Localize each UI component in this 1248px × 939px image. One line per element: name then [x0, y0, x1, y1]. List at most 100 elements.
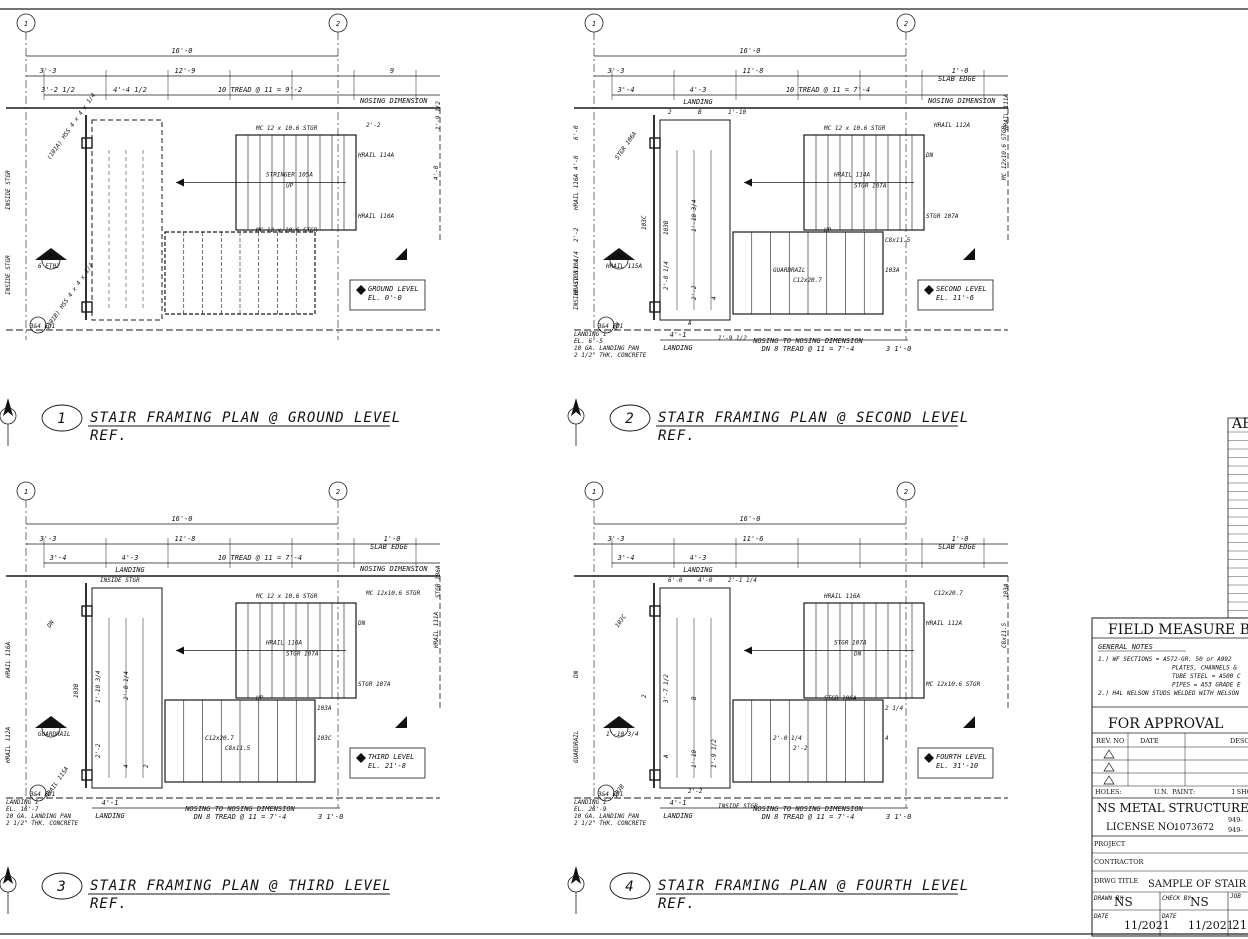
title-block-frame: [1091, 617, 1248, 937]
license-label: LICENSE NO.: [1106, 822, 1177, 833]
callout-label-4: STGR 107A: [926, 213, 959, 220]
job-label: JOB: [1229, 893, 1241, 900]
callout-label-12: (101B) HSS 4 x 4 x 1/4: [44, 262, 96, 331]
level-elevation: EL. 11'-6: [936, 294, 974, 302]
plan-title: STAIR FRAMING PLAN @ THIRD LEVEL: [90, 878, 392, 894]
date-label-1: DATE: [1093, 913, 1109, 920]
level-name: THIRD LEVEL: [368, 753, 414, 761]
callout-label-7: HRAIL 110A: [573, 258, 580, 296]
landing-note-1: EL. 26'-9: [574, 806, 607, 813]
callout-label-17: 4: [885, 735, 889, 742]
landing-label: LANDING: [683, 98, 713, 106]
bottom-dim-0: 4'-1: [670, 799, 687, 807]
callout-label-3: DN: [357, 620, 366, 627]
detail-callout: 3&4 ED1: [29, 791, 55, 798]
general-note-3: PIPES = A53 GRADE E: [1172, 682, 1241, 689]
bottom-dim-4: 3 1'-0: [885, 345, 911, 353]
level-tag-box: [917, 747, 994, 779]
callout-label-29: 6'-0: [573, 125, 580, 140]
grid-label-1: 1: [24, 20, 28, 28]
plan-number: 1: [57, 411, 66, 427]
callout-label-18: 103C: [641, 215, 648, 230]
callout-label-18: 2: [641, 694, 648, 698]
landing-note-2: 10 GA. LANDING PAN: [574, 813, 639, 820]
dim-top-0: 3'-3: [607, 67, 625, 75]
level-tag-box: [917, 279, 994, 311]
dim-top-2: 1'-0: [952, 67, 969, 75]
callout-label-2: STGR 107A: [854, 183, 887, 190]
landing-frame: [91, 587, 163, 789]
callout-label-7: INSIDE STGR: [5, 255, 12, 295]
hss-column-a: [81, 137, 93, 149]
section-marker: [35, 716, 67, 728]
dim-top-2: 1'-0: [384, 535, 401, 543]
phone-1: 949-: [1228, 816, 1243, 824]
bottom-dim-0: 4'-1: [102, 799, 119, 807]
level-tag-box: [349, 279, 426, 311]
callout-label-10: STGR 106A: [435, 565, 442, 598]
callout-label-0: MC 12 x 10.6 STGR: [255, 125, 318, 132]
bottom-dim-1: LANDING: [95, 812, 125, 820]
callout-label-1: STRINGER 105A: [266, 172, 313, 179]
callout-label-19: 1'-10 3/4: [95, 670, 102, 703]
callout-label-13: GUARDRAIL: [38, 731, 71, 738]
callout-label-23: 2: [143, 764, 150, 768]
dim-top-1: 11'-8: [174, 535, 195, 543]
callout-label-4: STGR 107A: [358, 681, 391, 688]
callout-label-27: 1'-10: [728, 109, 746, 116]
callout-label-24: INSIDE STGR: [100, 577, 140, 584]
general-note-1: PLATES, CHANNELS &: [1172, 665, 1237, 672]
callout-label-11: DN: [45, 619, 56, 630]
dim-top-0: 3'-3: [39, 535, 57, 543]
callout-label-3: HRAIL 112A: [925, 620, 963, 627]
dim-second-1: 4'-3: [690, 554, 707, 562]
callout-label-21: 2'-2: [95, 743, 102, 758]
callout-label-9: HRAIL 111A: [433, 611, 440, 649]
hss-column-a: [649, 137, 661, 149]
detail-callout: 3&4 ED1: [597, 791, 623, 798]
elevation-triangle: [395, 248, 407, 260]
callout-label-6: HRAIL 116A: [5, 641, 12, 679]
dim-top-2: 1'-0: [952, 535, 969, 543]
landing-note-0: LANDING 1: [574, 331, 607, 338]
date-label-2: DATE: [1161, 913, 1177, 920]
dim-top-0: 3'-3: [607, 535, 625, 543]
check-by-label: CHECK BY: [1162, 895, 1191, 902]
callout-label-3: HRAIL 114A: [357, 152, 395, 159]
date-2: 11/2021: [1188, 919, 1234, 932]
drawn-by: NS: [1114, 895, 1133, 909]
section-bubble: [609, 250, 629, 270]
callout-label-10: 1'-9 1/2: [435, 101, 442, 130]
title-number-bubble: [41, 404, 83, 432]
plan-ref: REF.: [90, 896, 128, 912]
nosing-label: NOSING DIMENSION: [927, 97, 996, 105]
drawn-by-label: DRAWN BY: [1093, 895, 1123, 902]
dim-second-0: 3'-2 1/2: [40, 86, 75, 94]
detail-callout: 3&4 ED1: [597, 323, 623, 330]
callout-label-14: GUARDRAIL: [773, 267, 806, 274]
elevation-triangle: [395, 716, 407, 728]
callout-label-0: HRAIL 116A: [823, 593, 861, 600]
callout-label-2: STGR 107A: [286, 651, 319, 658]
paint-label: PAINT:: [1172, 788, 1195, 796]
general-note-4: 2.) H4L NELSON STUDS WELDED WITH NELSON: [1098, 690, 1239, 697]
general-notes-title: GENERAL NOTES: [1098, 643, 1153, 651]
arrow-head: [744, 646, 752, 655]
callout-label-17: 103C: [317, 735, 332, 742]
dim-overall-label: 16'-0: [739, 47, 760, 55]
grid-label-2: 2: [336, 488, 340, 496]
callout-label-17: 103A: [885, 267, 900, 274]
callout-label-32: 2'-1 1/4: [573, 251, 580, 280]
callout-label-23: 4: [711, 296, 718, 300]
level-name: SECOND LEVEL: [936, 285, 987, 293]
callout-label-30: 4'-0: [573, 155, 580, 170]
elevation-triangle: [963, 716, 975, 728]
plan-ref: REF.: [658, 428, 696, 444]
callout-label-16: 103A: [317, 705, 332, 712]
callout-label-5: UP: [256, 695, 264, 702]
callout-label-6: HRAIL 116A: [573, 173, 580, 211]
callout-label-12: DN: [611, 321, 622, 332]
landing-note-2: 10 GA. LANDING PAN: [6, 813, 71, 820]
